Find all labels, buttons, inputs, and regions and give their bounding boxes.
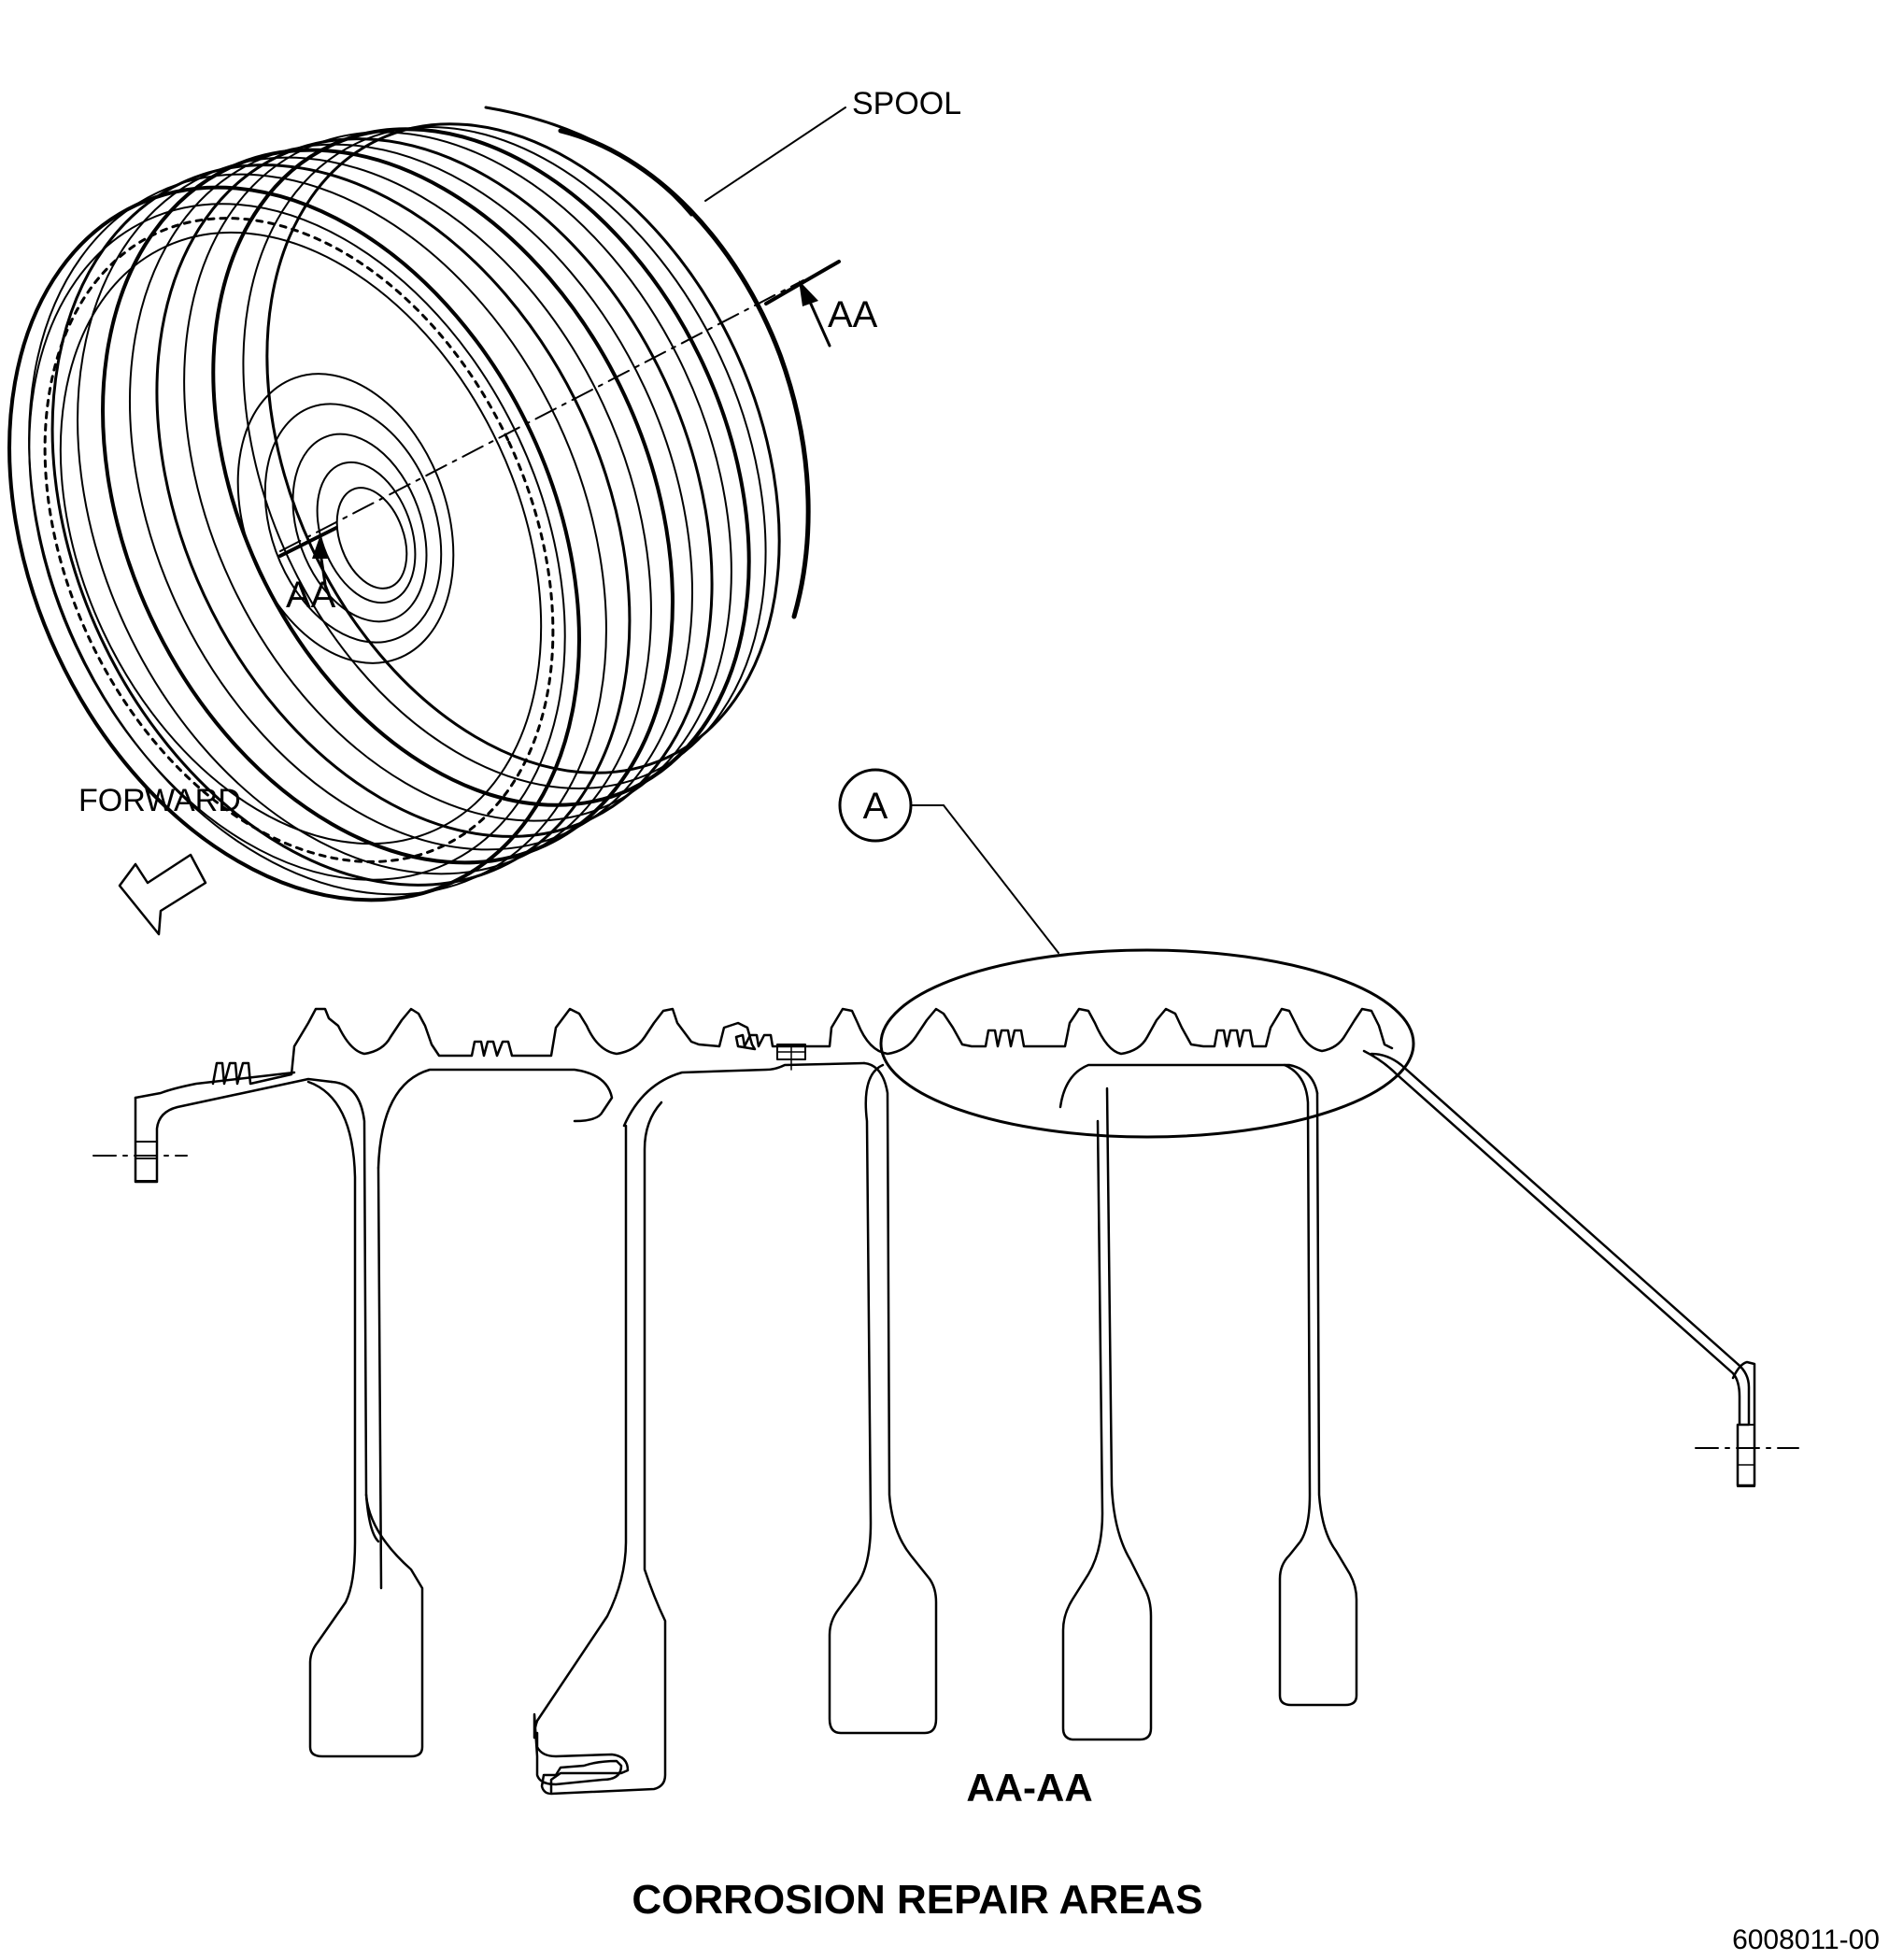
section-aa-view xyxy=(92,1007,1799,1796)
forward-label: FORWARD xyxy=(78,783,241,818)
corrosion-area-ellipse xyxy=(879,948,1415,1139)
spool-drum-rings xyxy=(28,122,781,896)
spool-leader-line xyxy=(704,107,846,202)
forward-arrow-icon xyxy=(118,853,207,936)
detail-circle-icon xyxy=(838,768,913,843)
section-label-top: AA xyxy=(828,294,878,335)
detail-a-leader-line xyxy=(943,804,1059,954)
spool-label: SPOOL xyxy=(852,86,961,121)
section-arrow-top xyxy=(764,260,841,348)
section-cut-line xyxy=(279,279,804,552)
caption-title: CORROSION REPAIR AREAS xyxy=(632,1877,1202,1923)
section-arrow-bottom xyxy=(278,526,338,586)
detail-callout-a: A xyxy=(863,786,888,827)
figure-number: 6008011-00 xyxy=(1732,1924,1880,1955)
spool-isometric-view xyxy=(7,106,846,902)
section-title: AA-AA xyxy=(966,1766,1092,1810)
section-label-bottom: AA xyxy=(286,575,336,616)
